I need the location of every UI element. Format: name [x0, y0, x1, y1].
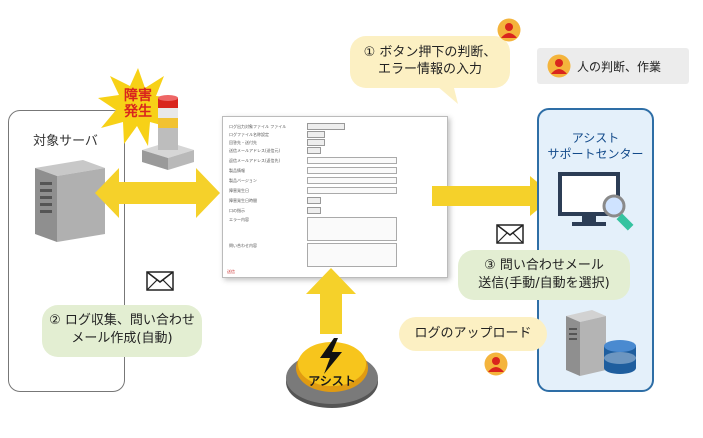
log-collect-line1: ② ログ収集、問い合わせ — [49, 313, 195, 328]
server-database-icon — [566, 310, 636, 376]
judge-line1: ① ボタン押下の判断、 — [363, 45, 497, 60]
form-row-label: 障害発生日時間 — [229, 198, 257, 203]
log-collect-line2: メール作成(自動) — [71, 331, 173, 346]
form-row-label: 障害発生日 — [229, 188, 249, 193]
up-arrow — [306, 268, 356, 334]
mail-icon-left — [146, 271, 174, 291]
form-row-label: ログ出力対象ファイル ファイル — [229, 124, 287, 129]
support-center-label: アシスト サポートセンター — [537, 130, 654, 162]
legend: 人の判断、作業 — [537, 48, 689, 84]
form-select[interactable] — [307, 207, 321, 214]
form-row-label: 送信メールアドレス(送信元) — [229, 148, 281, 153]
mail-send-line2: 送信(手動/自動を選択) — [478, 276, 610, 291]
alert-text: 障害 発生 — [112, 88, 164, 120]
form-select[interactable] — [307, 147, 321, 154]
server-icon — [35, 160, 105, 242]
assist-button-icon[interactable] — [282, 334, 382, 410]
person-icon — [484, 352, 508, 376]
legend-text: 人の判断、作業 — [577, 60, 662, 74]
judge-line2: エラー情報の入力 — [377, 62, 482, 77]
monitor-magnifier-icon — [558, 172, 634, 231]
form-textarea[interactable] — [307, 243, 397, 267]
form-input[interactable] — [307, 187, 397, 194]
alert-line1: 障害 — [124, 88, 152, 104]
form-row-label: 問い合わせ内容 — [229, 243, 257, 248]
target-server-label: 対象サーバ — [33, 134, 98, 149]
form-input[interactable] — [307, 157, 397, 164]
form-row-label: ログファイル名称設定 — [229, 132, 269, 137]
error-info-form: ログ出力対象ファイル ファイル ログファイル名称設定 回答先・送付先 送信メール… — [222, 116, 448, 278]
upload-balloon: ログのアップロード — [399, 317, 547, 351]
person-icon — [547, 54, 571, 78]
assist-button-label: アシスト — [308, 374, 356, 388]
double-arrow-left — [95, 168, 220, 218]
form-input[interactable] — [307, 167, 397, 174]
form-select[interactable] — [307, 139, 325, 146]
form-row-label: 返信メールアドレス(返信先) — [229, 158, 281, 163]
mail-send-line1: ③ 問い合わせメール — [484, 258, 604, 273]
form-file-button[interactable] — [307, 123, 345, 130]
form-select[interactable] — [307, 197, 321, 204]
form-row-label: 口の指示 — [229, 208, 245, 213]
person-icon — [497, 18, 521, 42]
form-select[interactable] — [307, 131, 325, 138]
support-label-line1: アシスト — [571, 131, 620, 145]
form-row-label: 製品バージョン — [229, 178, 257, 183]
form-footer-label: 送信 — [227, 269, 235, 274]
signal-tower-icon — [142, 95, 194, 170]
form-row-label: 回答先・送付先 — [229, 140, 257, 145]
form-row-label: エラー内容 — [229, 217, 249, 222]
form-input[interactable] — [307, 177, 397, 184]
mail-icon-right — [496, 224, 524, 244]
form-row-label: 製品情報 — [229, 168, 245, 173]
judge-balloon: ① ボタン押下の判断、 エラー情報の入力 — [350, 36, 510, 88]
support-label-line2: サポートセンター — [547, 147, 644, 161]
mail-send-balloon: ③ 問い合わせメール 送信(手動/自動を選択) — [458, 250, 630, 300]
form-textarea[interactable] — [307, 217, 397, 241]
alert-burst-icon — [98, 68, 178, 146]
log-collect-balloon: ② ログ収集、問い合わせ メール作成(自動) — [42, 305, 202, 357]
alert-line2: 発生 — [124, 104, 152, 120]
right-arrow — [432, 176, 554, 216]
